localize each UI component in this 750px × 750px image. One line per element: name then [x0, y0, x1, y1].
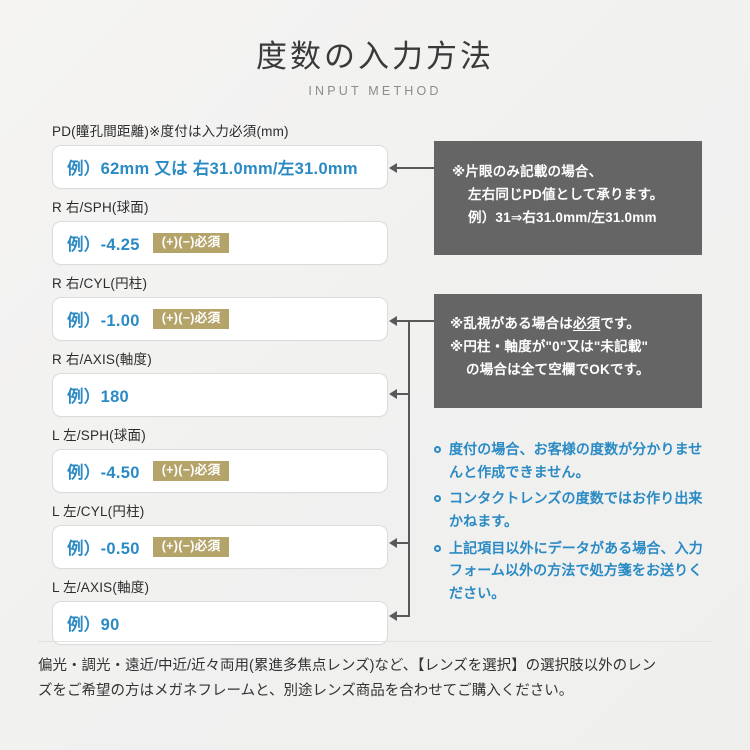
input-l-cyl[interactable]: 例）-0.50 (+)(−)必須 [52, 525, 388, 569]
arrow-head-l-axis [389, 611, 397, 621]
page-header: 度数の入力方法 INPUT METHOD [0, 38, 750, 98]
arrow-head-pd [389, 163, 397, 173]
field-label-l-cyl: L 左/CYL(円柱) [52, 504, 145, 519]
arrow-head-r-axis [389, 389, 397, 399]
field-label-r-cyl: R 右/CYL(円柱) [52, 276, 148, 291]
input-l-cyl-value: 例）-0.50 [67, 540, 140, 558]
footer-line-2: ズをご希望の方はメガネフレームと、別途レンズ商品を合わせてご購入ください。 [38, 682, 574, 699]
input-r-cyl[interactable]: 例）-1.00 (+)(−)必須 [52, 297, 388, 341]
input-l-axis[interactable]: 例）90 [52, 601, 388, 645]
field-group-l-cyl: L 左/CYL(円柱) 例）-0.50 (+)(−)必須 [52, 500, 388, 569]
field-group-r-sph: R 右/SPH(球面) 例）-4.25 (+)(−)必須 [52, 196, 388, 265]
list-item-text: コンタクトレンズの度数ではお作り出来かねます。 [449, 490, 703, 530]
input-l-axis-value: 例）90 [67, 616, 120, 634]
required-badge-r-sph: (+)(−)必須 [152, 232, 230, 254]
note-cyl-line-1: ※乱視がある場合は必須です。 [450, 312, 702, 335]
field-group-r-axis: R 右/AXIS(軸度) 例）180 [52, 348, 388, 417]
input-r-cyl-value: 例）-1.00 [67, 312, 140, 330]
field-group-l-axis: L 左/AXIS(軸度) 例）90 [52, 576, 388, 645]
connector-r-axis [396, 393, 410, 395]
note-box-cyl: ※乱視がある場合は必須です。 ※円柱・軸度が"0"又は"未記載" の場合は全て空… [434, 294, 702, 408]
page-subtitle: INPUT METHOD [308, 84, 442, 99]
connector-bracket-feed [408, 320, 434, 322]
footer-line-1: 偏光・調光・遠近/中近/近々両用(累進多焦点レンズ)など、【レンズを選択】の選択… [38, 658, 657, 674]
note-pd-line-3: 例）31⇒右31.0mm/左31.0mm [468, 210, 657, 226]
list-item: コンタクトレンズの度数ではお作り出来かねます。 [434, 487, 716, 532]
note-cyl-required-emphasis: 必須 [572, 316, 601, 331]
field-label-r-axis: R 右/AXIS(軸度) [52, 352, 152, 367]
field-label-pd: PD(瞳孔間距離)※度付は入力必須(mm) [52, 124, 289, 139]
connector-bracket-trunk [408, 320, 410, 616]
field-label-r-sph: R 右/SPH(球面) [52, 200, 149, 215]
required-badge-l-sph: (+)(−)必須 [152, 460, 230, 482]
list-item-text: 度付の場合、お客様の度数が分かりませんと作成できません。 [449, 441, 703, 480]
list-item: 上記項目以外にデータがある場合、入力フォーム以外の方法で処方箋をお送りください。 [434, 537, 716, 605]
input-r-sph-value: 例）-4.25 [67, 236, 140, 254]
list-item: 度付の場合、お客様の度数が分かりませんと作成できません。 [434, 438, 716, 483]
connector-pd [396, 167, 434, 169]
arrow-head-l-cyl [389, 538, 397, 548]
field-group-r-cyl: R 右/CYL(円柱) 例）-1.00 (+)(−)必須 [52, 272, 388, 341]
note-pd-line-2: 左右同じPD値として承ります。 [468, 187, 664, 203]
input-r-axis[interactable]: 例）180 [52, 373, 388, 417]
connector-l-cyl [396, 542, 410, 544]
notice-list: 度付の場合、お客様の度数が分かりませんと作成できません。 コンタクトレンズの度数… [434, 438, 716, 609]
required-badge-l-cyl: (+)(−)必須 [152, 536, 230, 558]
field-group-pd: PD(瞳孔間距離)※度付は入力必須(mm) 例）62mm 又は 右31.0mm/… [52, 120, 388, 189]
note-pd-line-1: ※片眼のみ記載の場合、 [452, 164, 603, 179]
input-r-sph[interactable]: 例）-4.25 (+)(−)必須 [52, 221, 388, 265]
note-cyl-line-2: ※円柱・軸度が"0"又は"未記載" [450, 339, 649, 355]
note-box-pd: ※片眼のみ記載の場合、 左右同じPD値として承ります。 例）31⇒右31.0mm… [434, 141, 702, 255]
field-label-l-axis: L 左/AXIS(軸度) [52, 580, 150, 595]
circle-bullet-icon [434, 495, 441, 503]
field-group-l-sph: L 左/SPH(球面) 例）-4.50 (+)(−)必須 [52, 424, 388, 493]
note-cyl-line-1-prefix: ※乱視がある場合は [450, 316, 573, 331]
circle-bullet-icon [434, 446, 441, 453]
connector-r-cyl [396, 320, 410, 322]
field-label-l-sph: L 左/SPH(球面) [52, 428, 146, 443]
prescription-form: PD(瞳孔間距離)※度付は入力必須(mm) 例）62mm 又は 右31.0mm/… [52, 120, 388, 652]
input-pd-value: 例）62mm 又は 右31.0mm/左31.0mm [67, 160, 358, 178]
circle-bullet-icon [434, 544, 441, 552]
arrow-head-r-cyl [389, 316, 397, 326]
page-title: 度数の入力方法 [256, 39, 494, 74]
note-cyl-line-1-suffix: です。 [600, 316, 641, 331]
footer-divider [38, 641, 712, 642]
footer-note: 偏光・調光・遠近/中近/近々両用(累進多焦点レンズ)など、【レンズを選択】の選択… [38, 654, 722, 704]
connector-l-axis [396, 615, 410, 617]
note-cyl-line-3: の場合は全て空欄でOKです。 [466, 362, 650, 378]
list-item-text: 上記項目以外にデータがある場合、入力フォーム以外の方法で処方箋をお送りください。 [449, 539, 703, 602]
required-badge-r-cyl: (+)(−)必須 [152, 308, 230, 330]
input-l-sph[interactable]: 例）-4.50 (+)(−)必須 [52, 449, 388, 493]
input-l-sph-value: 例）-4.50 [67, 464, 140, 482]
input-pd[interactable]: 例）62mm 又は 右31.0mm/左31.0mm [52, 145, 388, 189]
input-r-axis-value: 例）180 [67, 388, 130, 406]
